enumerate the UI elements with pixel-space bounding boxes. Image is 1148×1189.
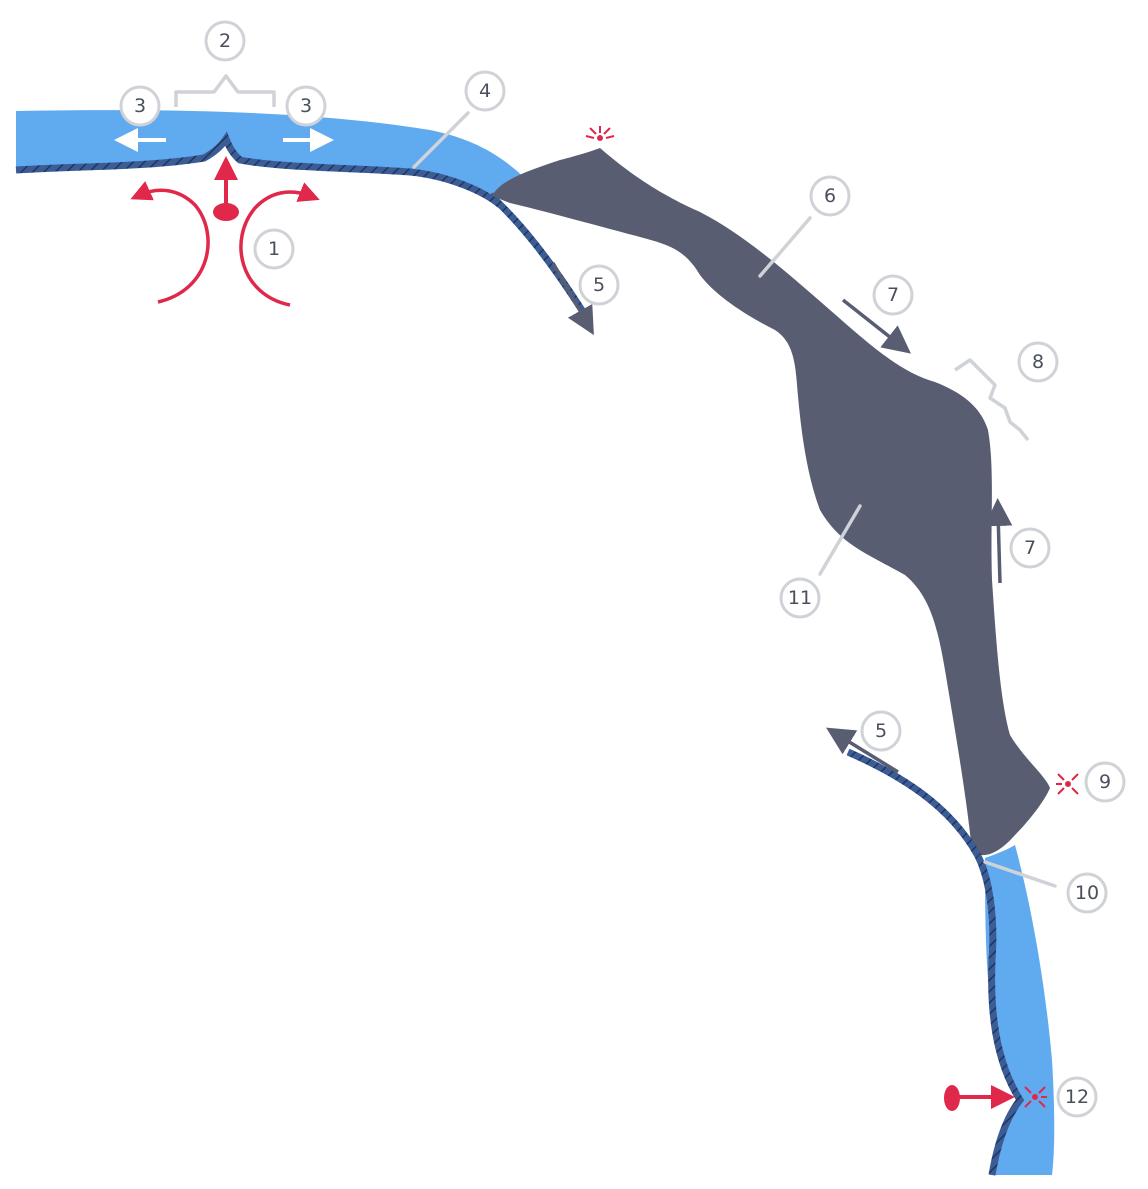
svg-text:1: 1 [268,238,280,260]
plate-motion-arrow-icon [984,498,1013,584]
callout-4: 4 [464,70,506,112]
svg-text:5: 5 [593,274,605,296]
oceanic-crust-right [985,845,1055,1175]
svg-text:2: 2 [219,30,231,52]
ridge-bracket [174,74,276,107]
plate-motion-arrow-icon [826,727,899,774]
callout-8: 8 [1017,341,1059,383]
callout-7-side: 7 [1009,527,1051,569]
leader-line-11 [818,504,862,576]
plate-motion-arrow-icon [841,298,911,354]
lithosphere-left-underside [15,131,503,208]
svg-text:3: 3 [300,95,312,117]
svg-text:3: 3 [134,95,146,117]
earthquake-burst-icon [1056,773,1079,795]
svg-text:7: 7 [1024,537,1036,559]
svg-text:7: 7 [887,284,899,306]
callout-7-top: 7 [872,274,914,316]
earthquake-burst-icon [1024,1086,1047,1108]
svg-text:8: 8 [1032,351,1044,373]
callout-6: 6 [809,175,851,217]
leader-line-4 [412,111,470,169]
magma-source-icon [944,1085,960,1111]
callout-11: 11 [779,577,821,619]
leader-line-6 [758,216,812,278]
oceanic-crust-left [16,110,525,197]
convection-current-icon [130,181,210,304]
callout-10: 10 [1066,872,1108,914]
callout-3-left: 3 [119,85,161,127]
continental-crust [492,148,1050,856]
svg-text:9: 9 [1099,771,1111,793]
svg-text:5: 5 [875,720,887,742]
callout-1: 1 [253,228,295,270]
callout-9: 9 [1084,761,1126,803]
leader-line-10 [983,860,1057,888]
svg-text:11: 11 [788,587,812,609]
callout-5-left: 5 [578,264,620,306]
svg-text:10: 10 [1075,882,1099,904]
lithosphere-right-underside [974,854,1025,1176]
callout-5-right: 5 [860,710,902,752]
svg-text:12: 12 [1065,1086,1089,1108]
callout-3-right: 3 [285,85,327,127]
svg-text:4: 4 [479,80,491,102]
mountain-bracket [954,358,1030,442]
plate-motion-arrow-icon [551,262,594,336]
earthquake-burst-icon [585,126,615,141]
convection-current-icon [239,182,320,307]
magma-source-icon [213,203,239,221]
callout-12: 12 [1056,1076,1098,1118]
callout-2: 2 [204,20,246,62]
svg-text:6: 6 [824,185,836,207]
subducting-slab-right [846,748,982,858]
